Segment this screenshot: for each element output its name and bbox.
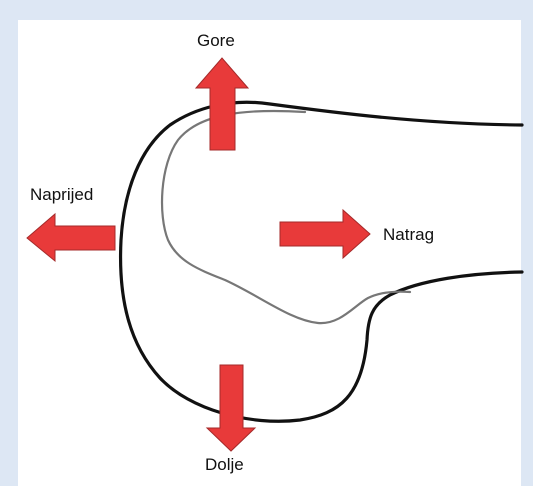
arrow-back (280, 210, 370, 258)
label-back: Natrag (383, 226, 434, 243)
label-forward: Naprijed (30, 186, 93, 203)
arrow-forward (27, 214, 115, 261)
bone-outline (121, 102, 522, 421)
articular-line (162, 111, 410, 323)
arrow-down (207, 365, 255, 451)
label-up: Gore (197, 32, 235, 49)
label-down: Dolje (205, 456, 244, 473)
arrow-up (196, 58, 248, 150)
